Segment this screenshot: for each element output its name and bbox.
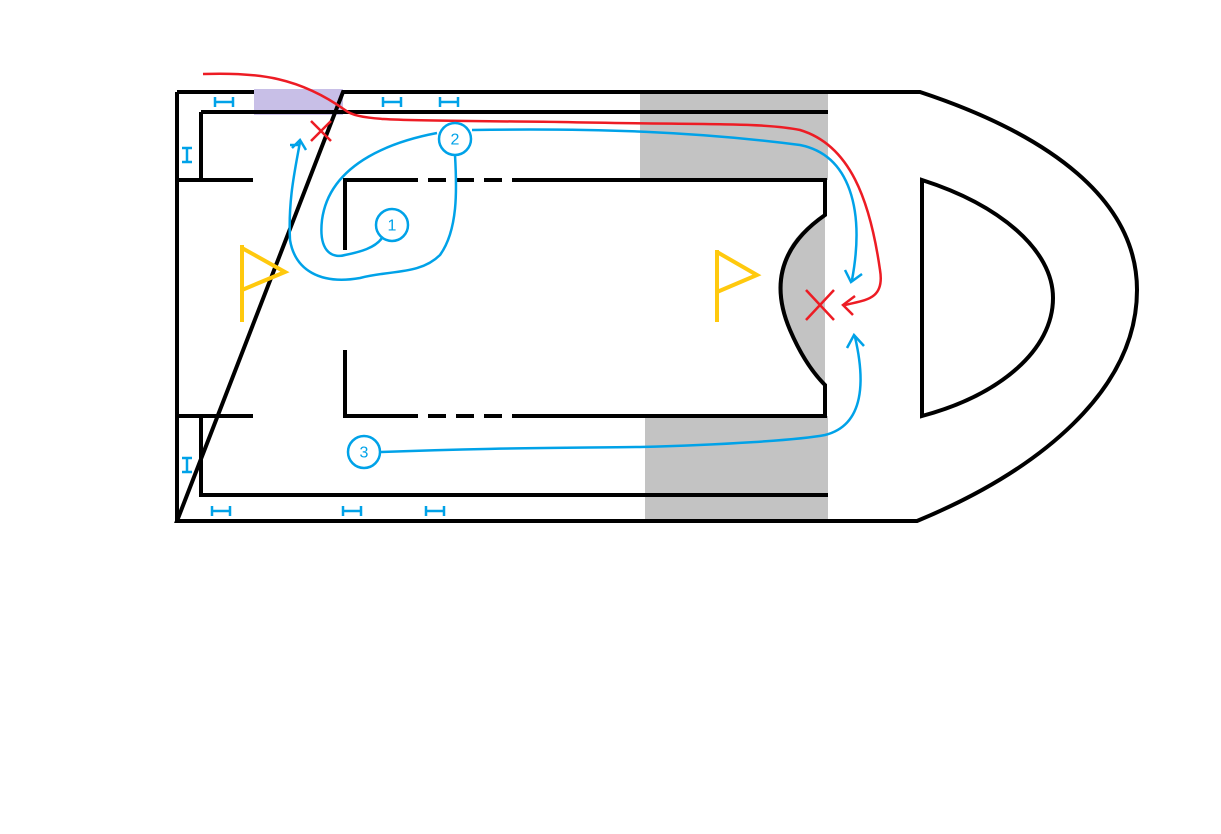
route-label-3: 3: [360, 445, 369, 462]
walls: [174, 90, 1140, 523]
gray-zone-bulge: [780, 215, 825, 385]
flag-icon-left: [240, 245, 290, 322]
blue-markers: [182, 97, 460, 516]
route-label-1: 1: [388, 218, 397, 235]
route-marker-1: 1: [374, 207, 410, 243]
route-marker-3: 3: [346, 434, 382, 470]
red-arrowhead: [841, 295, 856, 316]
x-mark-icon: [310, 120, 332, 142]
route-marker-2: 2: [437, 121, 473, 157]
gray-zone-top: [640, 92, 828, 180]
flag-icon-right: [715, 250, 762, 322]
blue-route-1-2: [288, 128, 863, 284]
x-mark-icon-target: [805, 289, 835, 321]
blue-route-3: [380, 332, 865, 454]
red-route: [202, 72, 883, 307]
route-label-2: 2: [451, 132, 460, 149]
gray-zone-bottom: [645, 416, 828, 521]
